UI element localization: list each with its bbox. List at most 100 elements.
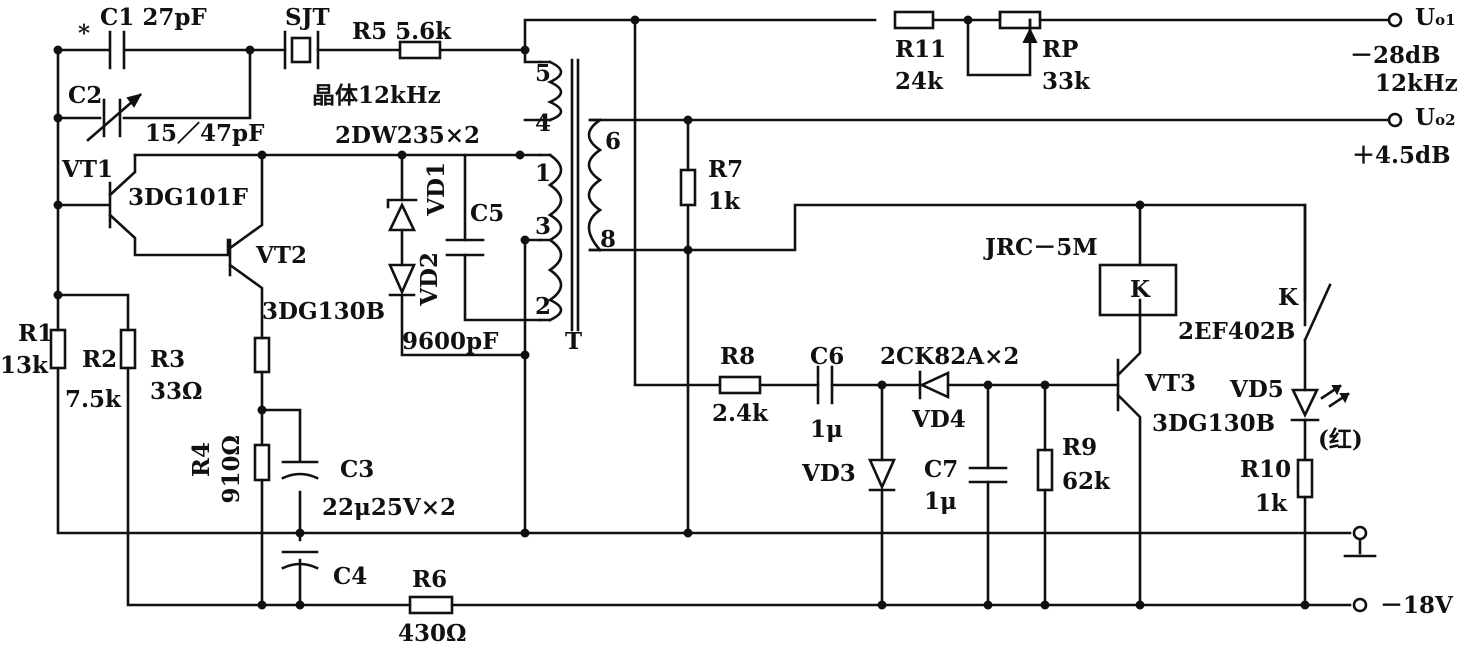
label-c1-star: *	[78, 20, 91, 47]
label-relay-coil: K	[1130, 276, 1150, 303]
label-c5: C5	[470, 200, 505, 227]
label-vd5: VD5	[1230, 376, 1284, 403]
resistor-r6	[408, 595, 454, 615]
label-c6: C6	[810, 343, 845, 370]
label-r5: R5 5.6k	[352, 18, 452, 45]
label-r7-value: 1k	[708, 188, 740, 215]
label-pin-4: 4	[535, 110, 552, 137]
label-zener-type: 2DW235×2	[335, 122, 481, 149]
output-terminals[interactable]	[1352, 12, 1403, 613]
label-crystal: 晶体12kHz	[312, 82, 441, 109]
terminal-ground[interactable]	[1352, 525, 1368, 541]
label-vt2: VT2	[256, 242, 307, 269]
label-pin-2: 2	[535, 293, 552, 320]
label-vt3: VT3	[1145, 370, 1196, 397]
label-vt2-type: 3DG130B	[262, 298, 386, 325]
label-vt1: VT1	[62, 156, 113, 183]
label-diode-type: 2CK82A×2	[880, 343, 1020, 370]
label-vd1: VD1	[423, 162, 450, 216]
label-r7: R7	[708, 156, 744, 183]
label-r6-value: 430Ω	[398, 620, 467, 646]
capacitor-c7	[968, 466, 1008, 484]
label-r11: R11	[895, 36, 947, 63]
label-uo1-main: U	[1415, 4, 1436, 31]
zener-vd1	[386, 198, 418, 232]
crystal-sjt	[283, 30, 320, 70]
label-c6-value: 1μ	[810, 416, 843, 443]
label-c2-value: 15／47pF	[145, 120, 265, 147]
terminal-uo1[interactable]	[1387, 12, 1403, 28]
label-relay-type: JRC－5M	[985, 234, 1098, 261]
label-r4: R4	[188, 442, 215, 478]
label-pin-3: 3	[535, 213, 552, 240]
label-c4: C4	[333, 563, 368, 590]
capacitor-c3	[281, 460, 319, 480]
label-r8: R8	[720, 343, 756, 370]
label-vd3: VD3	[802, 460, 856, 487]
resistor-r3	[253, 336, 271, 374]
label-vt1-type: 3DG101F	[128, 184, 248, 211]
led-vd5	[1290, 384, 1350, 422]
label-r9-value: 62k	[1062, 468, 1110, 495]
resistor-r9	[1036, 448, 1054, 492]
label-r2-value: 7.5k	[65, 386, 121, 413]
label-c7: C7	[924, 456, 959, 483]
label-uo1-level: －28dB	[1350, 42, 1441, 69]
label-transformer: T	[565, 328, 583, 355]
diode-vd3	[867, 458, 897, 492]
label-uo2-sub: o2	[1435, 111, 1456, 129]
label-uo1: Uo1	[1415, 6, 1456, 29]
label-pin-5: 5	[535, 60, 552, 87]
label-pin-6: 6	[605, 128, 622, 155]
label-supply: －18V	[1380, 592, 1453, 619]
label-c7-value: 1μ	[924, 488, 957, 515]
label-pin-8: 8	[600, 226, 617, 253]
label-vd5-color: (红)	[1318, 426, 1363, 453]
label-rp-value: 33k	[1042, 68, 1090, 95]
label-c3-value: 22μ25V×2	[322, 494, 456, 521]
label-r3-value: 33Ω	[150, 378, 203, 405]
label-r8-value: 2.4k	[712, 400, 768, 427]
terminal-uo2[interactable]	[1387, 112, 1403, 128]
capacitor-c2-variable	[86, 93, 142, 142]
wires	[56, 10, 1397, 607]
label-vd2: VD2	[416, 252, 443, 306]
label-c1: C1 27pF	[100, 4, 207, 31]
label-r10-value: 1k	[1255, 490, 1287, 517]
label-r11-value: 24k	[895, 68, 943, 95]
label-r4-value: 910Ω	[218, 435, 245, 504]
capacitor-c5	[445, 238, 485, 257]
resistor-r4	[253, 443, 271, 482]
label-vd4: VD4	[912, 406, 966, 433]
label-uo2-level: ＋4.5dB	[1352, 142, 1451, 169]
junction-dots	[53, 15, 1310, 610]
label-pin-1: 1	[535, 160, 552, 187]
terminal-supply[interactable]	[1352, 597, 1368, 613]
resistor-r1	[49, 328, 67, 370]
diode-vd2	[387, 263, 417, 297]
transformer-t	[538, 58, 603, 332]
capacitor-c4	[281, 550, 319, 570]
resistor-r10	[1296, 458, 1314, 499]
resistor-r8	[718, 375, 762, 395]
label-r9: R9	[1062, 434, 1098, 461]
resistor-r5	[398, 40, 442, 60]
label-uo2-main: U	[1415, 104, 1436, 131]
label-sjt: SJT	[285, 4, 330, 31]
capacitor-c1	[108, 30, 126, 70]
resistor-r7	[679, 168, 697, 207]
label-r10: R10	[1240, 456, 1292, 483]
label-uo1-sub: o1	[1435, 11, 1456, 29]
diode-vd4	[918, 370, 950, 400]
resistor-r2	[119, 328, 137, 370]
label-uo1-freq: 12kHz	[1375, 70, 1458, 97]
label-r2: R2	[82, 346, 118, 373]
label-vt3-type: 3DG130B	[1152, 410, 1276, 437]
label-vd5-type: 2EF402B	[1178, 318, 1296, 345]
capacitor-c6	[816, 365, 834, 405]
label-rp: RP	[1042, 36, 1079, 63]
label-r3: R3	[150, 346, 186, 373]
label-c5-value: 9600pF	[402, 328, 499, 355]
